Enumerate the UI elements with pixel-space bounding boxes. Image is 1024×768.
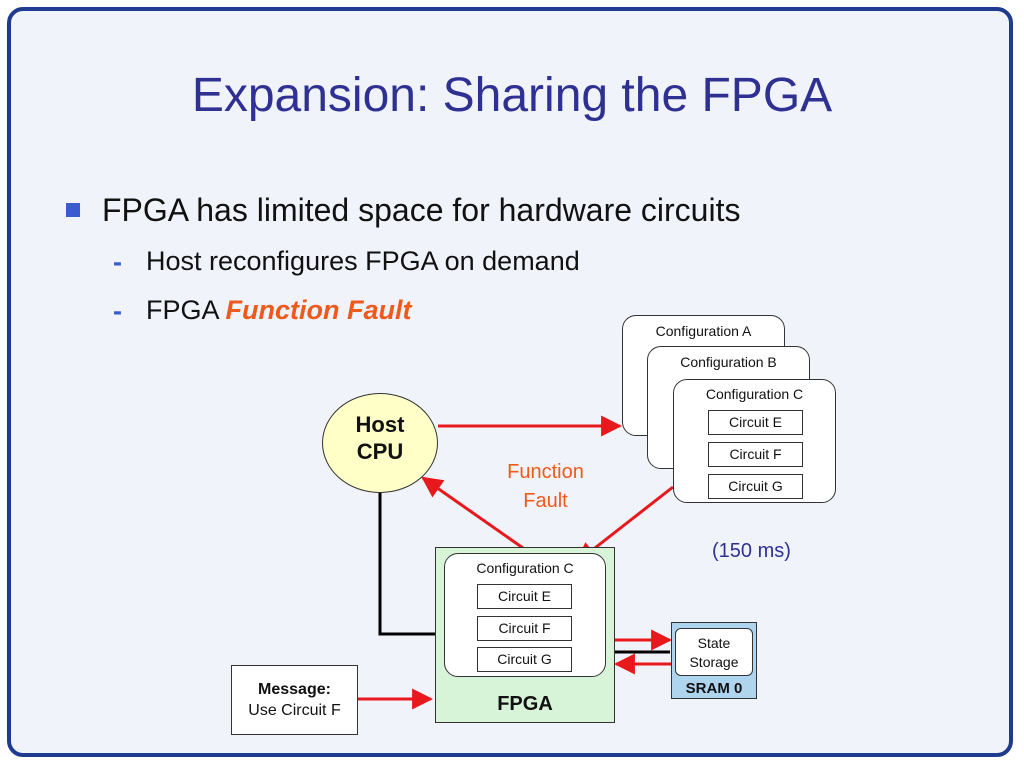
sram-label: SRAM 0	[685, 680, 743, 697]
config-c-circuit-g: Circuit G	[708, 474, 803, 499]
fpga-label: FPGA	[497, 693, 553, 715]
fpga-circuit-e: Circuit E	[477, 584, 572, 609]
state-storage: State Storage	[675, 628, 753, 676]
function-fault-line2: Fault	[523, 490, 568, 512]
bullet-square-icon	[66, 203, 80, 217]
dash-icon: -	[113, 247, 122, 277]
message-box: Message: Use Circuit F	[231, 665, 358, 735]
function-fault-line1: Function	[507, 461, 584, 483]
sub-bullet-1: Host reconfigures FPGA on demand	[146, 246, 580, 276]
message-line1: Message:	[258, 681, 331, 698]
state-storage-line2: Storage	[689, 654, 739, 670]
timing-label: (150 ms)	[712, 540, 791, 562]
bullet-text-1: FPGA has limited space for hardware circ…	[102, 192, 741, 228]
config-a-label: Configuration A	[655, 323, 752, 339]
state-storage-line1: State	[697, 635, 731, 651]
host-cpu-line2: CPU	[356, 439, 404, 464]
host-fpga-bus	[378, 492, 436, 636]
slide-title: Expansion: Sharing the FPGA	[191, 69, 833, 122]
fault-to-host-arrow	[421, 476, 524, 550]
function-fault-emphasis: Function Fault	[225, 295, 412, 325]
fpga-config-label: Configuration C	[476, 560, 574, 576]
sub-bullet-2: FPGA Function Fault	[146, 295, 412, 326]
config-c-circuit-e: Circuit E	[708, 410, 803, 435]
config-c-circuit-f: Circuit F	[708, 442, 803, 467]
config-b-label: Configuration B	[680, 354, 777, 370]
config-c-label: Configuration C	[705, 386, 804, 402]
fpga-circuit-f: Circuit F	[477, 616, 572, 641]
host-cpu-line1: Host	[355, 412, 405, 437]
function-fault-label: Function Fault	[488, 458, 603, 516]
dash-icon: -	[113, 296, 122, 326]
host-cpu: Host CPU	[322, 393, 438, 493]
fpga-circuit-g: Circuit G	[477, 647, 572, 672]
sub-bullet-2-prefix: FPGA	[146, 295, 226, 325]
message-line2: Use Circuit F	[248, 702, 341, 719]
